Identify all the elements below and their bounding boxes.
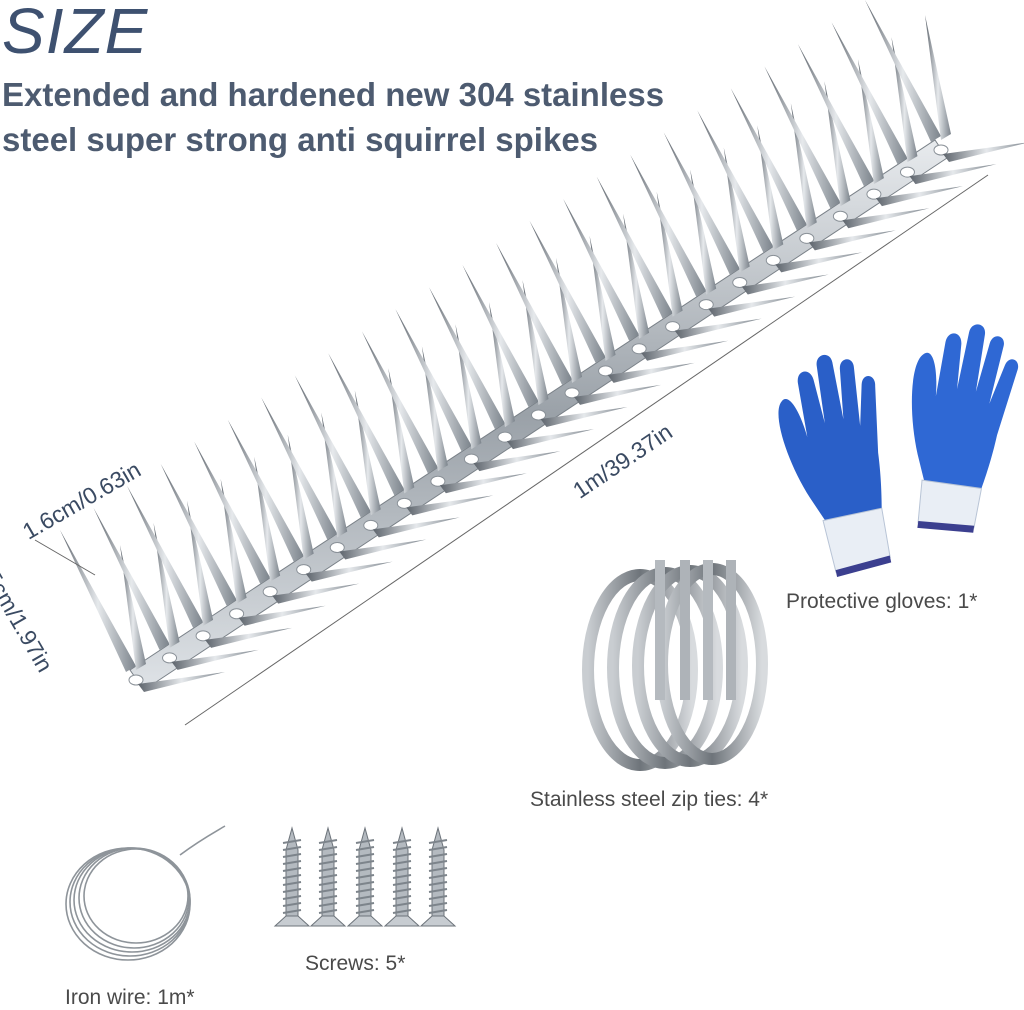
spike <box>925 15 951 140</box>
screws-icon <box>273 826 457 927</box>
spike <box>138 672 225 692</box>
spike-strip-hole <box>531 409 546 421</box>
spike <box>663 132 740 275</box>
spike-strip-hole <box>329 542 345 553</box>
spike <box>607 362 695 383</box>
spike <box>272 583 360 604</box>
spike <box>261 397 338 540</box>
spike <box>238 605 326 626</box>
gloves-caption: Protective gloves: 1* <box>786 590 978 613</box>
spike-strip-hole <box>665 321 681 333</box>
screw <box>419 826 457 927</box>
spike <box>60 530 136 672</box>
screw <box>346 826 384 927</box>
gloves-icon <box>778 324 1019 577</box>
spike <box>506 429 594 450</box>
spike <box>227 419 304 562</box>
width-dimension-line <box>34 539 96 576</box>
spike <box>439 473 527 494</box>
spike-strip-hole <box>933 144 949 156</box>
spike <box>641 340 729 361</box>
spike-strip-hole <box>128 674 144 686</box>
spike-strip-hole <box>799 232 815 244</box>
spike <box>708 296 796 317</box>
iron-wire-caption: Iron wire: 1m* <box>65 986 195 1009</box>
iron-wire-icon <box>65 825 226 961</box>
spike-strip <box>60 0 1024 692</box>
spike <box>93 507 170 650</box>
spike <box>194 441 271 584</box>
spike <box>596 176 673 319</box>
spike-strip-hole <box>866 188 882 200</box>
spike <box>395 309 472 452</box>
spike-strip-hole <box>463 453 479 465</box>
zip-ties-icon <box>582 560 768 771</box>
screw <box>273 826 311 927</box>
spike <box>775 252 863 273</box>
spike-strip-hole <box>832 210 848 222</box>
spike-strip-hole <box>698 299 714 311</box>
spike <box>697 110 774 253</box>
screws-caption: Screws: 5* <box>305 952 406 975</box>
spike <box>574 384 662 405</box>
spike-strip-hole <box>631 343 647 355</box>
page-title: SIZE <box>2 0 149 67</box>
spike <box>305 561 393 582</box>
spike <box>865 0 941 142</box>
subtitle-line-2: steel super strong anti squirrel spikes <box>2 121 599 158</box>
spike <box>428 287 505 430</box>
screw <box>309 826 347 927</box>
spike <box>328 353 405 496</box>
spike-strip-hole <box>497 431 513 443</box>
spike-strip-hole <box>899 166 915 178</box>
spike <box>529 220 606 363</box>
page-subtitle: Extended and hardened new 304 stainless … <box>2 72 762 162</box>
subtitle-line-1: Extended and hardened new 304 stainless <box>2 76 665 113</box>
spike-strip-hole <box>229 608 245 620</box>
spike <box>563 198 640 341</box>
spike-strip-hole <box>296 564 312 576</box>
spike <box>730 88 807 231</box>
spike <box>831 22 908 165</box>
spike <box>462 265 539 407</box>
spike-strip-hole <box>396 497 412 509</box>
spike <box>909 164 997 185</box>
spike <box>943 142 1024 162</box>
spike <box>361 331 438 474</box>
length-dimension-line <box>184 174 989 726</box>
spike <box>339 539 427 560</box>
spike <box>674 318 762 339</box>
spike <box>127 485 204 628</box>
spike <box>741 274 829 295</box>
spike-strip-hole <box>262 586 278 598</box>
spike <box>205 627 293 648</box>
spike <box>540 407 628 427</box>
spike <box>875 186 963 207</box>
screw <box>383 826 421 927</box>
spike-strip-hole <box>195 630 211 642</box>
spike-strip-hole <box>162 652 178 664</box>
spike <box>630 154 707 297</box>
spike <box>171 649 259 670</box>
spike <box>294 375 371 518</box>
spike <box>797 44 874 187</box>
spike <box>764 66 841 209</box>
spike <box>160 463 237 606</box>
spike-strip-hole <box>598 365 614 377</box>
spike <box>473 451 561 472</box>
spike-strip-hole <box>732 277 748 288</box>
spike <box>496 242 573 385</box>
spike-strip-hole <box>564 387 580 399</box>
zip-ties-caption: Stainless steel zip ties: 4* <box>530 788 769 811</box>
spike <box>842 208 930 229</box>
spike <box>406 495 494 516</box>
spike <box>808 230 896 251</box>
spike-strip-hole <box>430 475 446 487</box>
spike <box>372 517 460 538</box>
spike-strip-hole <box>363 519 379 531</box>
spike-strip-hole <box>765 254 781 266</box>
